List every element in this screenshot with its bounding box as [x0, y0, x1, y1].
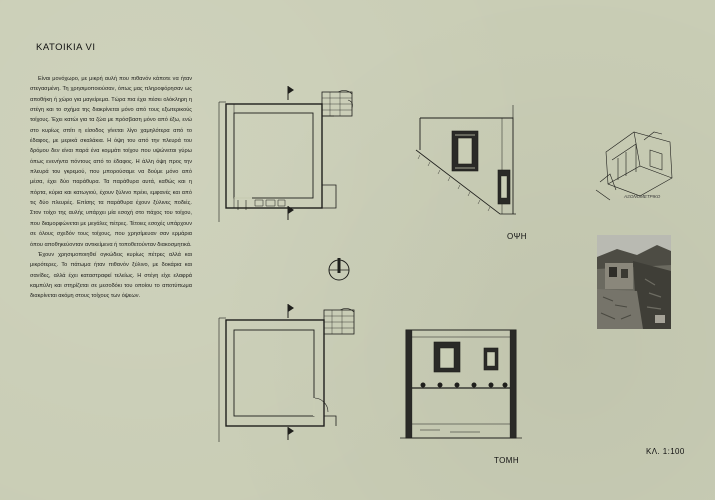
- description-text: Είναι μονόχωρο, με μικρή αυλή που πιθανό…: [30, 74, 192, 302]
- page-title: ΚΑΤΟΙΚΙΑ VI: [36, 42, 96, 53]
- section-label: ΤΟΜΗ: [494, 456, 520, 465]
- site-photo: [597, 235, 671, 329]
- lower-floor-plan: [218, 304, 355, 442]
- axonometric-sketch: [595, 131, 673, 201]
- scale-label: ΚΛ. 1:100: [646, 447, 685, 456]
- axonometric-caption: ΑΞΟΝΟΜΕΤΡΙΚΟ: [624, 194, 661, 199]
- upper-floor-plan: [218, 86, 353, 222]
- paragraph: Έχουν χρησιμοποιηθεί ογκώδεις κυρίως πέτ…: [30, 251, 192, 300]
- section-drawing: [400, 329, 522, 439]
- elevation-label: ΟΨΗ: [507, 232, 527, 241]
- elevation-drawing: [415, 105, 516, 215]
- photo-image: [597, 235, 671, 329]
- north-arrow-symbol: [328, 258, 350, 281]
- paragraph: Είναι μονόχωρο, με μικρή αυλή που πιθανό…: [30, 76, 192, 248]
